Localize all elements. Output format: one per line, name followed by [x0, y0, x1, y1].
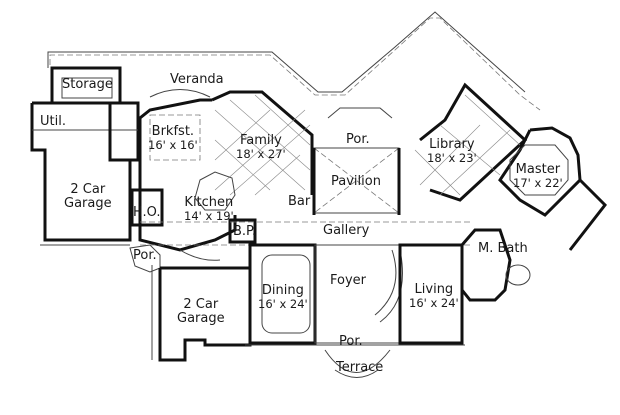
room-label-pavilion: Pavilion	[331, 174, 381, 189]
room-label-family: Family 18' x 27'	[236, 133, 286, 161]
room-label-foyer: Foyer	[330, 273, 367, 288]
room-label-dining: Dining 16' x 24'	[258, 283, 308, 311]
room-label-porch-south: Por.	[339, 334, 363, 349]
room-label-kitchen: Kitchen 14' x 19'	[184, 195, 234, 223]
room-label-veranda: Veranda	[170, 72, 224, 87]
room-label-terrace: Terrace	[336, 360, 384, 375]
room-label-home-office: H.O.	[133, 205, 161, 220]
room-label-butler-pantry: B.P.	[233, 224, 256, 239]
room-label-gallery: Gallery	[323, 223, 370, 238]
room-label-master-bath: M. Bath	[478, 241, 528, 256]
room-label-living: Living 16' x 24'	[409, 282, 459, 310]
room-label-util: Util.	[40, 114, 66, 129]
room-label-porch-north: Por.	[346, 132, 370, 147]
room-label-garage-left: 2 Car Garage	[64, 182, 112, 211]
room-label-bar: Bar	[288, 194, 311, 209]
room-label-storage: Storage	[62, 77, 113, 92]
room-label-porch-west: Por.	[133, 248, 157, 263]
room-label-breakfast: Brkfst. 16' x 16'	[148, 124, 198, 152]
room-label-master: Master 17' x 22'	[513, 162, 563, 190]
room-label-library: Library 18' x 23'	[427, 137, 477, 165]
room-label-garage-south: 2 Car Garage	[177, 297, 225, 326]
